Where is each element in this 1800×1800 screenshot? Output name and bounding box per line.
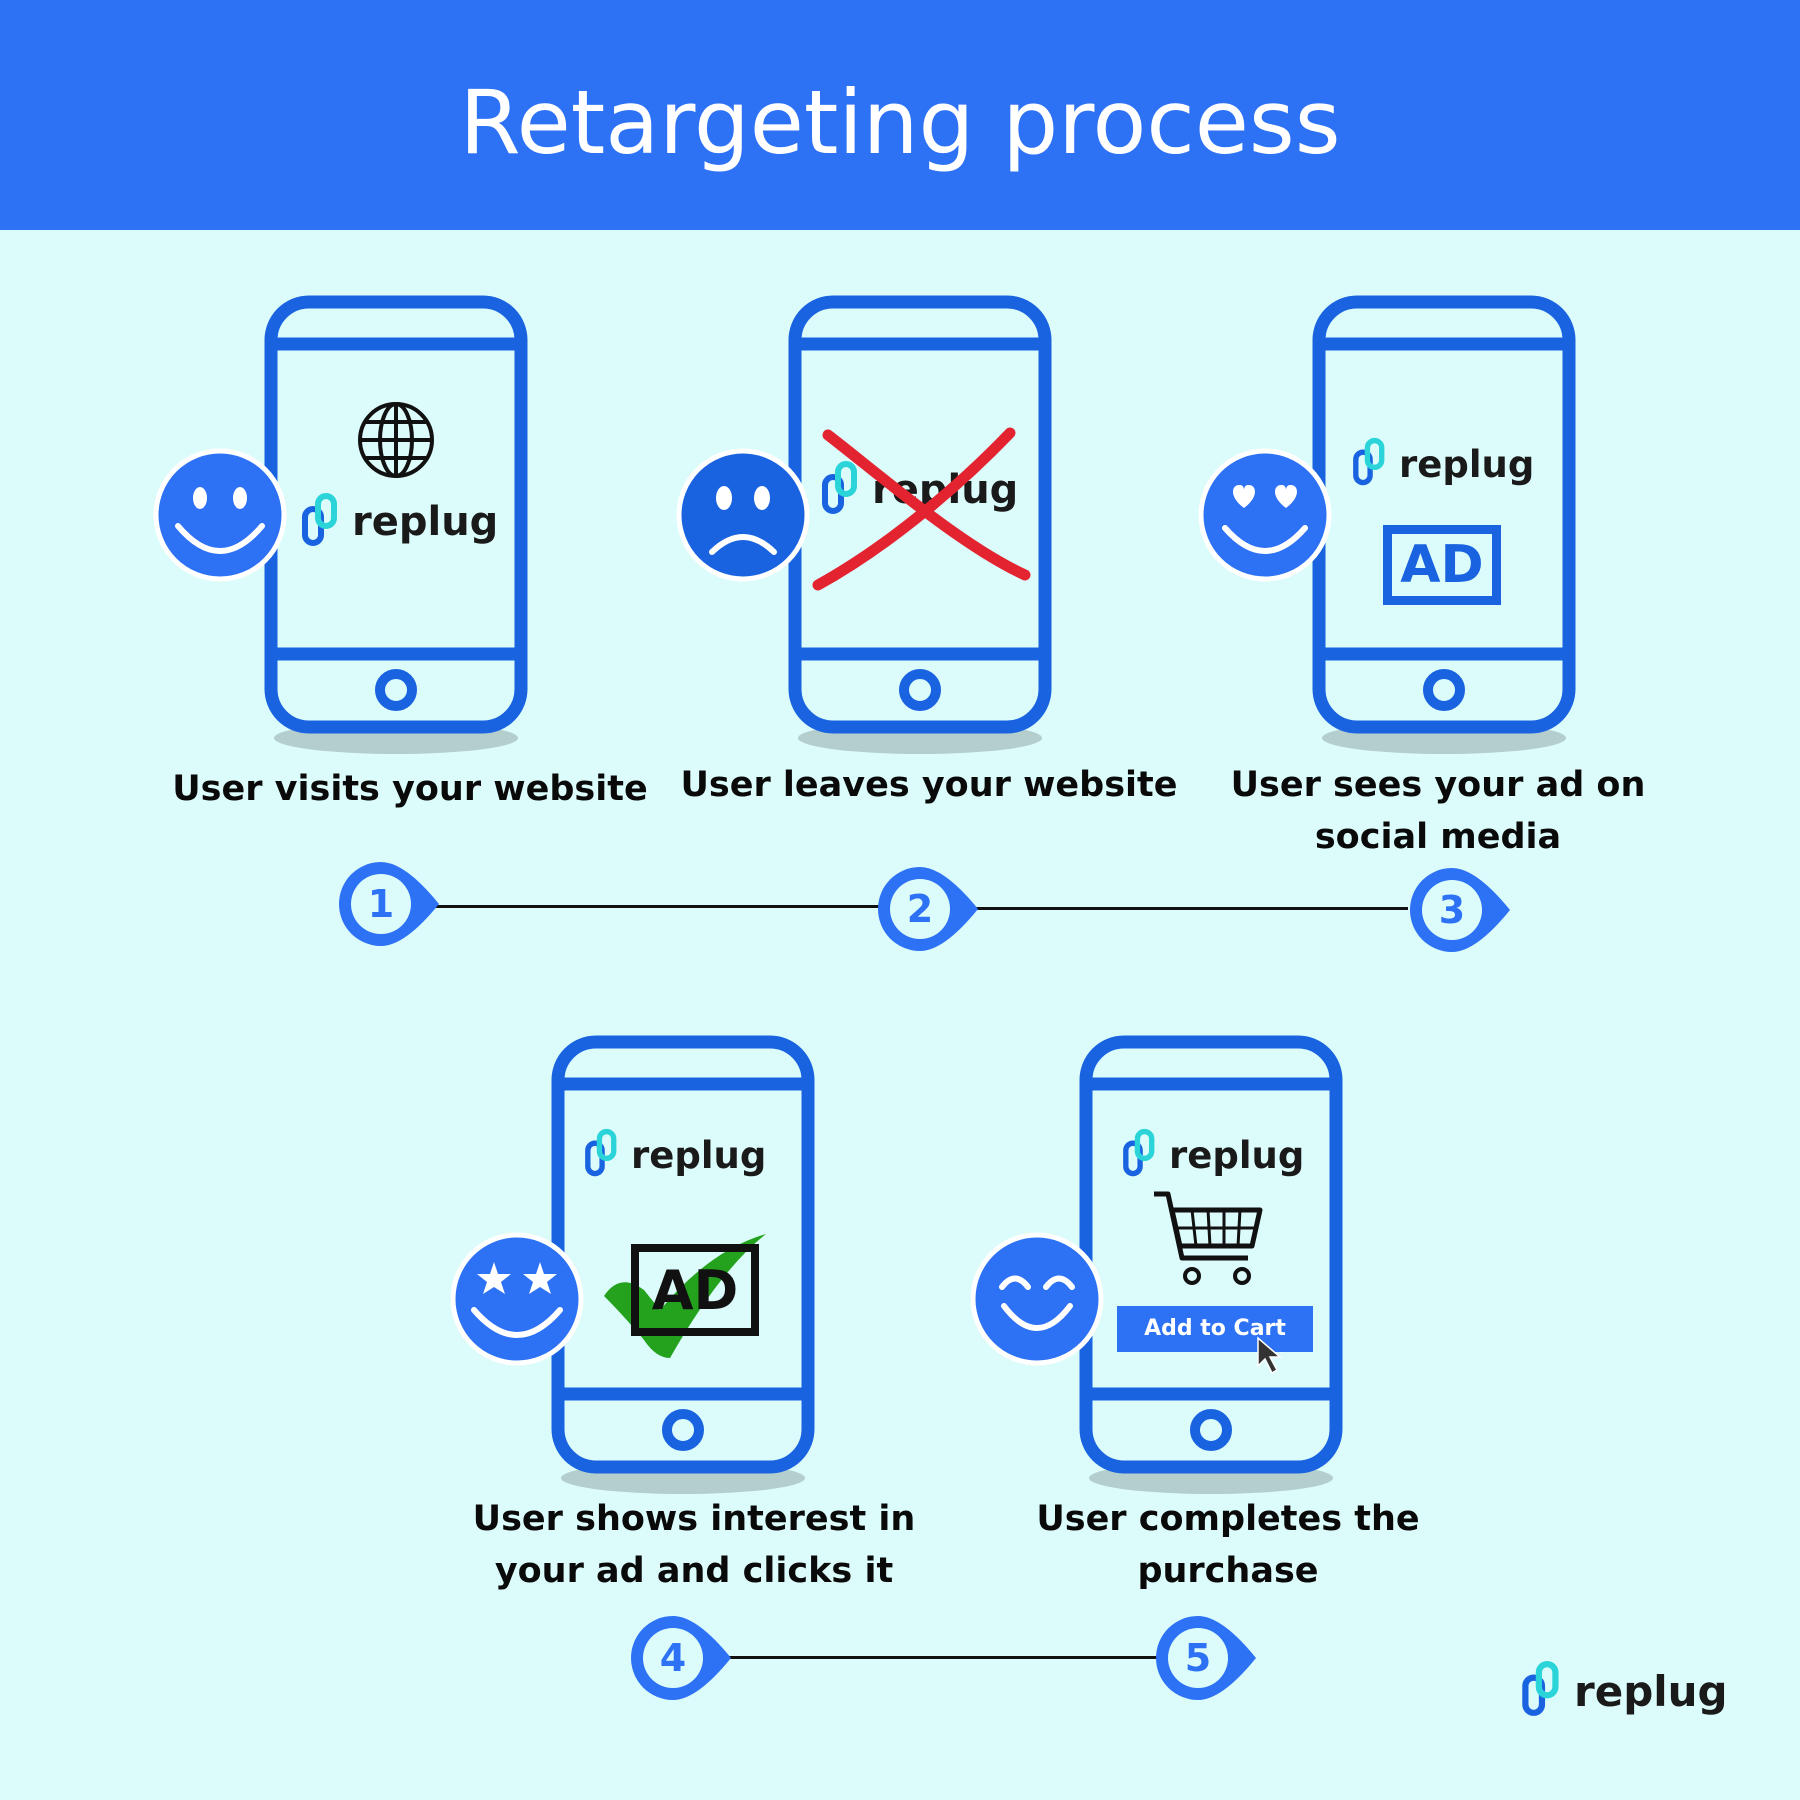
replug-logo-icon xyxy=(585,1128,621,1182)
footer-brand-word: replug xyxy=(1574,1666,1728,1716)
timeline-connector xyxy=(435,905,901,908)
heart-eyes-face-icon xyxy=(1198,448,1332,582)
mouse-cursor-icon xyxy=(1256,1336,1286,1376)
caption-line: User visits your website xyxy=(172,769,648,809)
caption-line: purchase xyxy=(1137,1551,1319,1591)
ad-label: AD xyxy=(1383,525,1501,605)
replug-logo-icon xyxy=(1353,437,1389,491)
ad-label-clicked: AD xyxy=(631,1244,759,1336)
timeline-connector xyxy=(970,907,1408,910)
footer-brand-logo: replug xyxy=(1522,1660,1728,1722)
step-3-marker: 3 xyxy=(1406,864,1516,956)
brand-logo-screen-1: replug xyxy=(302,492,498,552)
caption-line: User sees your ad on xyxy=(1230,765,1646,805)
phone-step-3 xyxy=(1312,295,1576,754)
step-1-marker: 1 xyxy=(335,858,445,950)
globe-icon xyxy=(356,400,436,480)
brand-word: replug xyxy=(1399,442,1535,486)
step-3-caption: User sees your ad on social media xyxy=(1178,759,1698,863)
caption-line: User completes the xyxy=(1036,1499,1420,1539)
timeline-connector xyxy=(725,1656,1172,1659)
replug-logo-icon xyxy=(302,492,342,552)
caption-line: social media xyxy=(1314,817,1562,857)
brand-word: replug xyxy=(1169,1133,1305,1177)
brand-logo-screen-5: replug xyxy=(1123,1128,1304,1182)
page-title: Retargeting process xyxy=(459,71,1341,174)
phone-step-1 xyxy=(264,295,528,754)
step-4-marker: 4 xyxy=(627,1612,737,1704)
smiling-face-icon xyxy=(153,448,287,582)
brand-logo-screen-3: replug xyxy=(1353,437,1534,491)
add-to-cart-button[interactable]: Add to Cart xyxy=(1117,1306,1313,1352)
brand-logo-screen-4: replug xyxy=(585,1128,766,1182)
caption-line: User shows interest in xyxy=(472,1499,916,1539)
step-5-caption: User completes the purchase xyxy=(968,1493,1488,1597)
step-5-marker: 5 xyxy=(1152,1612,1262,1704)
step-4-caption: User shows interest in your ad and click… xyxy=(434,1493,954,1597)
replug-logo-icon xyxy=(1123,1128,1159,1182)
brand-word: replug xyxy=(352,499,499,545)
star-eyes-face-icon xyxy=(450,1232,584,1366)
replug-logo-icon xyxy=(1522,1660,1564,1722)
checkmark-icon xyxy=(600,1230,770,1362)
header-banner: Retargeting process xyxy=(0,0,1800,230)
step-number: 3 xyxy=(1438,888,1466,932)
step-2-caption: User leaves your website xyxy=(669,759,1189,811)
step-number: 2 xyxy=(906,887,934,931)
shopping-cart-icon xyxy=(1152,1188,1264,1290)
step-number: 5 xyxy=(1184,1636,1212,1680)
replug-logo-icon xyxy=(822,460,862,520)
step-number: 1 xyxy=(367,882,395,926)
brand-word: replug xyxy=(631,1133,767,1177)
cross-out-icon xyxy=(810,425,1035,595)
frowning-face-icon xyxy=(676,448,810,582)
step-number: 4 xyxy=(659,1636,687,1680)
caption-line: your ad and clicks it xyxy=(494,1551,894,1591)
caption-line: User leaves your website xyxy=(680,765,1178,805)
step-1-caption: User visits your website xyxy=(150,763,670,815)
step-2-marker: 2 xyxy=(874,863,984,955)
happy-face-icon xyxy=(970,1232,1104,1366)
